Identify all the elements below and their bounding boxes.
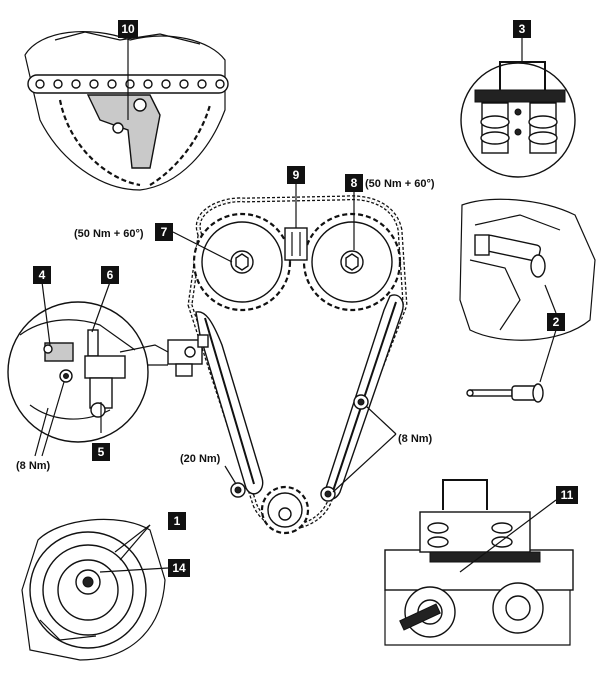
svg-text:3: 3 [519, 22, 526, 36]
inset-tensioner-detail [7, 281, 169, 443]
svg-text:14: 14 [172, 561, 186, 575]
torque-inlet-cam: (50 Nm + 60°) [74, 228, 144, 240]
svg-text:6: 6 [107, 268, 114, 282]
callout-10: 10 [118, 20, 138, 38]
svg-text:8: 8 [351, 176, 358, 190]
callout-14: 14 [168, 559, 190, 577]
svg-text:2: 2 [553, 315, 560, 329]
inlet-camshaft-sprocket [192, 212, 292, 312]
inset-camshaft-locking-tool [460, 36, 576, 178]
main-timing-chain-assembly [167, 195, 408, 535]
torque-right-guide: (8 Nm) [398, 433, 433, 445]
locking-tool-detail [86, 94, 161, 169]
locking-pin [466, 383, 544, 403]
callout-2: 2 [547, 313, 565, 331]
callout-9: 9 [287, 166, 305, 184]
svg-text:9: 9 [293, 168, 300, 182]
svg-text:11: 11 [561, 488, 574, 502]
exhaust-camshaft-sprocket [302, 212, 402, 312]
chain-tensioner [167, 334, 209, 377]
svg-text:10: 10 [121, 22, 135, 36]
torque-tensioner: (8 Nm) [16, 460, 51, 472]
callout-6: 6 [101, 266, 119, 284]
upper-chain-guide [284, 227, 308, 261]
torque-guide-bolt: (20 Nm) [180, 453, 221, 465]
callout-1: 1 [168, 512, 186, 530]
svg-text:1: 1 [174, 514, 181, 528]
callout-3: 3 [513, 20, 531, 38]
inset-crankshaft-locking-pin [459, 198, 596, 403]
callout-8: 8 [345, 174, 363, 192]
crankshaft-sprocket [260, 485, 310, 535]
inset-cylinder-head [384, 479, 574, 646]
svg-text:5: 5 [98, 445, 105, 459]
callout-7: 7 [155, 223, 173, 241]
callout-5: 5 [92, 443, 110, 461]
callout-11: 11 [556, 486, 578, 504]
svg-text:7: 7 [161, 225, 168, 239]
inset-chain-sprocket-detail [24, 31, 229, 191]
svg-text:4: 4 [39, 268, 46, 282]
torque-exhaust-cam: (50 Nm + 60°) [365, 178, 435, 190]
inset-crank-pulley [21, 518, 169, 661]
callout-4: 4 [33, 266, 51, 284]
